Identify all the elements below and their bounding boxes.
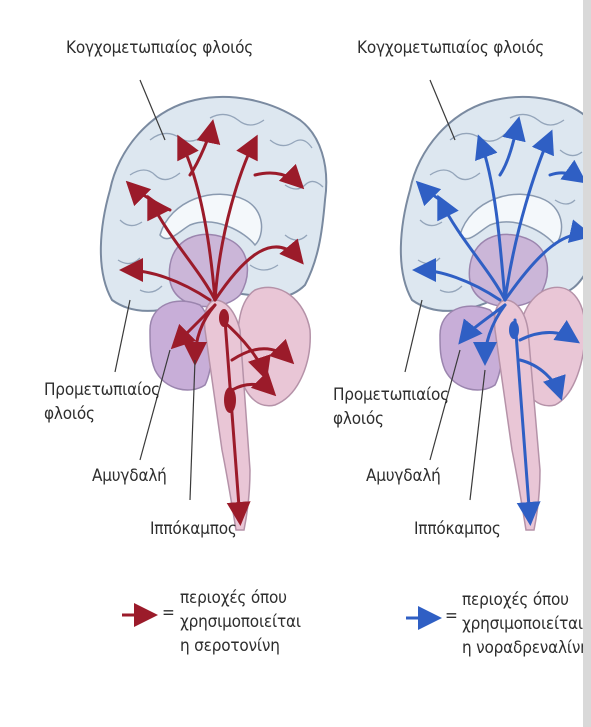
right-orbitofrontal-cortex-label: Κογχομετωπιαίος φλοιός bbox=[357, 38, 544, 59]
left-orbitofrontal-cortex-label: Κογχομετωπιαίος φλοιός bbox=[66, 38, 253, 59]
legend-serotonin-line1: περιοχές όπου bbox=[180, 588, 287, 609]
left-hippocampus-label: Ιππόκαμπος bbox=[150, 519, 237, 540]
right-amygdala-label: Αμυγδαλή bbox=[366, 466, 441, 487]
left-amygdala-label: Αμυγδαλή bbox=[92, 466, 167, 487]
legend-noradrenaline-line2: χρησιμοποιείται bbox=[462, 614, 583, 635]
right-prefrontal-label-line2: φλοιός bbox=[333, 409, 384, 430]
legend-noradrenaline-line1: περιοχές όπου bbox=[462, 590, 569, 611]
right-prefrontal-label-line1: Προμετωπιαίος bbox=[333, 385, 449, 406]
page-edge-shadow bbox=[583, 0, 591, 727]
legend-serotonin-line3: η σεροτονίνη bbox=[180, 636, 280, 657]
legend-serotonin-equals: = bbox=[162, 603, 175, 623]
left-prefrontal-label-line2: φλοιός bbox=[44, 404, 95, 425]
legend-noradrenaline-line3: η νοραδρεναλίνη bbox=[462, 638, 590, 659]
legend-serotonin-line2: χρησιμοποιείται bbox=[180, 612, 301, 633]
right-hippocampus-label: Ιππόκαμπος bbox=[414, 519, 501, 540]
legend-noradrenaline-equals: = bbox=[445, 606, 458, 626]
locus-coeruleus bbox=[509, 321, 519, 339]
left-prefrontal-label-line1: Προμετωπιαίος bbox=[44, 380, 160, 401]
